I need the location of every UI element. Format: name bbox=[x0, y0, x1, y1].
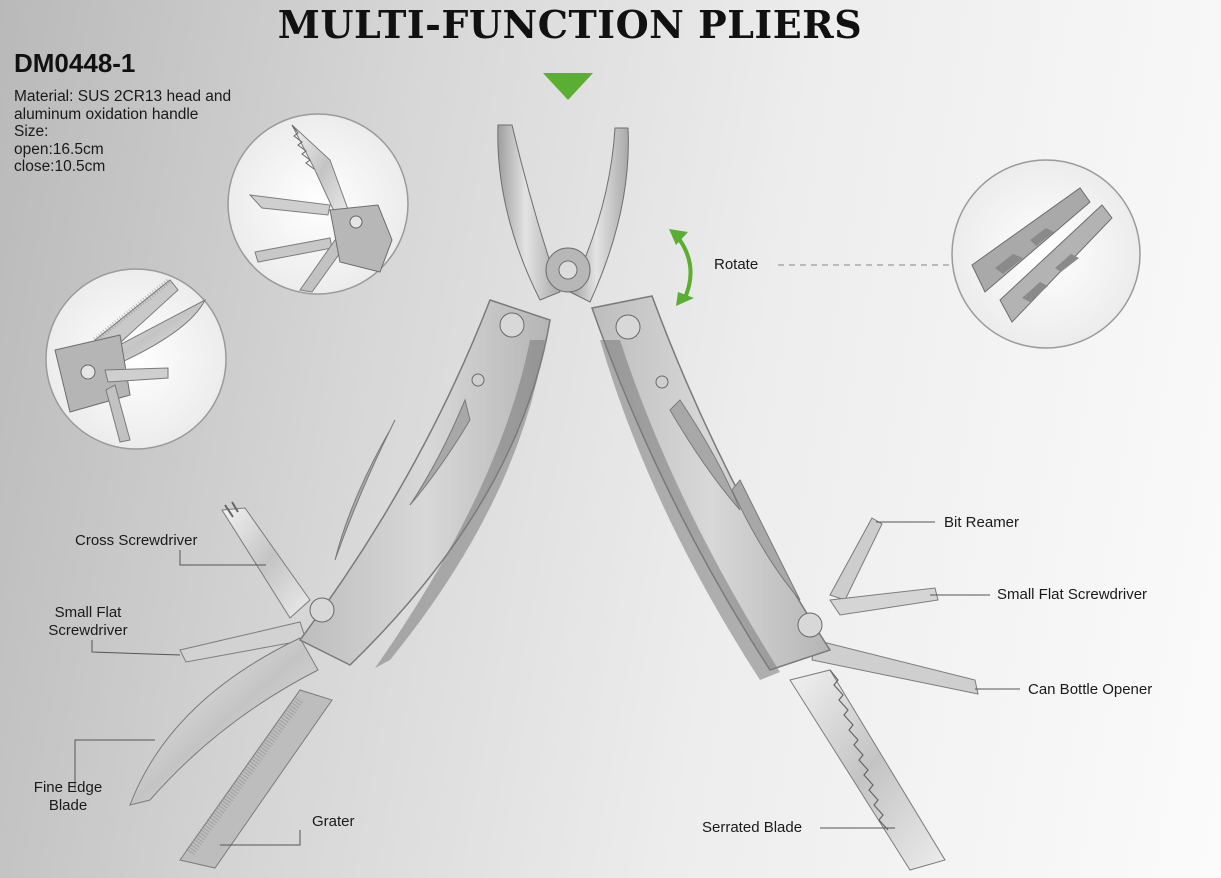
right-handle bbox=[591, 295, 832, 680]
curved-double-arrow-icon bbox=[669, 229, 694, 306]
label-small-flat-line2: Screwdriver bbox=[48, 622, 128, 639]
page-title: MULTI-FUNCTION PLIERS bbox=[277, 2, 863, 47]
spec-block: Material: SUS 2CR13 head and aluminum ox… bbox=[14, 88, 274, 176]
spec-close-size: close:10.5cm bbox=[14, 158, 106, 175]
spec-material-line2: aluminum oxidation handle bbox=[14, 105, 199, 123]
label-fine-edge-line1: Fine Edge bbox=[33, 779, 103, 796]
pliers-jaws bbox=[497, 124, 629, 303]
detail-circle-blade bbox=[45, 268, 227, 450]
right-tools bbox=[789, 517, 979, 871]
left-tools bbox=[129, 501, 333, 869]
label-small-flat-line1: Small Flat bbox=[54, 604, 122, 621]
left-handle bbox=[298, 299, 551, 668]
label-small-flat-screwdriver-left: Small Flat Screwdriver bbox=[40, 604, 136, 640]
detail-circle-closed bbox=[951, 159, 1141, 349]
detail-circle-serrated bbox=[227, 113, 409, 295]
triangle-down-icon bbox=[543, 73, 593, 100]
spec-material-line1: Material: SUS 2CR13 head and bbox=[14, 88, 232, 105]
model-number: DM0448-1 bbox=[14, 48, 136, 78]
leader-lines bbox=[74, 521, 1020, 846]
label-cross-screwdriver: Cross Screwdriver bbox=[75, 532, 198, 549]
label-bit-reamer: Bit Reamer bbox=[944, 514, 1020, 531]
label-can-bottle-opener: Can Bottle Opener bbox=[1028, 681, 1153, 698]
label-fine-edge-blade: Fine Edge Blade bbox=[20, 779, 116, 815]
spec-open-size: open:16.5cm bbox=[14, 140, 104, 158]
label-serrated-blade: Serrated Blade bbox=[702, 819, 803, 836]
spec-size-label: Size: bbox=[14, 123, 49, 140]
label-grater: Grater bbox=[312, 813, 355, 830]
label-small-flat-screwdriver-right: Small Flat Screwdriver bbox=[997, 586, 1148, 603]
label-rotate: Rotate bbox=[714, 256, 759, 273]
label-fine-edge-line2: Blade bbox=[48, 797, 88, 814]
